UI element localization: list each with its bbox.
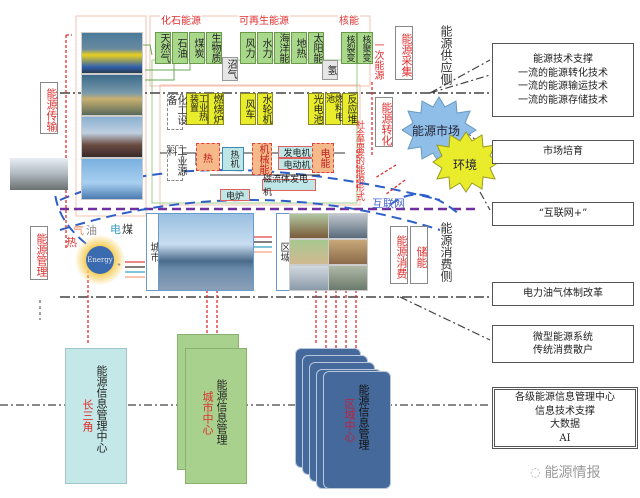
group-label-renewable: 可再生能源 xyxy=(238,12,290,27)
source-fission: 核裂变 xyxy=(341,32,357,64)
label-energy-storage: 储能 xyxy=(410,226,428,284)
converter-reactor: 反应堆 xyxy=(342,93,358,125)
photo-region-2 xyxy=(328,213,368,239)
box-info-centers: 各级能源信息管理中心 信息技术支撑 大数据 AI xyxy=(492,387,638,449)
energy-heat-engine: 热机 xyxy=(222,147,244,171)
chemical-equipment: 化工设备 xyxy=(165,94,186,130)
photo-region-3 xyxy=(289,239,329,265)
market-label: 能源市场 xyxy=(412,124,461,138)
source-fusion: 核聚变 xyxy=(357,32,373,64)
box-line: AI xyxy=(559,432,571,444)
converter-windmill: 风车 xyxy=(240,93,256,125)
box-system-reform: 电力油气体制改革 xyxy=(492,282,634,306)
info-center-scope: 区域中心 xyxy=(343,398,356,442)
box-line: 市场培育 xyxy=(543,146,583,158)
source-coal: 煤炭 xyxy=(189,32,205,64)
photo-region-6 xyxy=(328,265,368,291)
watermark-text: 能源情报 xyxy=(544,465,601,481)
box-tech-support: 能源技术支撑 一流的能源转化技术 一流的能源输运技术 一流的能源存储技术 xyxy=(492,43,634,117)
source-biomass: 生物质 xyxy=(206,32,222,64)
photo-power-tower xyxy=(81,158,143,200)
info-center-title: 能源信息管理 xyxy=(357,384,370,450)
box-line: 能源技术支撑 xyxy=(533,54,593,65)
box-micro-energy: 微型能源系统 传统消费散户 xyxy=(492,325,634,363)
box-line: “互联网+” xyxy=(538,208,588,220)
photo-oil-pipeline xyxy=(81,74,143,116)
photo-gas-pipes xyxy=(81,32,143,74)
info-center-title: 能源信息管理中心 xyxy=(95,365,108,453)
energy-generator: 发电机 xyxy=(278,146,316,159)
source-solar: 太阳能 xyxy=(308,32,324,64)
label-energy-management: 能源管理 xyxy=(30,226,48,280)
input-electric: 电 xyxy=(110,223,121,236)
photo-city-skyline xyxy=(158,213,254,291)
source-geothermal: 地热 xyxy=(291,32,307,64)
label-energy-conversion: 能源转化 xyxy=(375,97,393,147)
box-line: 信息技术支撑 xyxy=(535,405,595,417)
label-energy-collection: 能源采集 xyxy=(395,26,413,80)
wechat-icon: ◌ xyxy=(530,465,541,479)
region-label: 区域 xyxy=(276,213,290,291)
box-line: 各级能源信息管理中心 xyxy=(515,392,615,403)
converter-turbine: 水轮机 xyxy=(257,93,273,125)
box-internet-plus: “互联网+” xyxy=(492,202,634,226)
energy-mechanical: 机械能 xyxy=(252,143,272,175)
converter-industrial-heat: 工业热装置 xyxy=(186,93,208,125)
energy-mhd-generator: 磁流体发电机 xyxy=(262,175,316,198)
input-coal: 煤 xyxy=(122,223,133,236)
source-hydro: 水力 xyxy=(257,32,273,64)
label-energy-consumption: 能源消费 xyxy=(390,226,408,284)
box-line: 电力油气体制改革 xyxy=(523,288,603,300)
box-line: 一流的能源输运技术 xyxy=(518,81,608,92)
converter-photocell: 光电池 xyxy=(308,93,324,125)
info-center-title: 能源信息管理 xyxy=(215,379,228,445)
source-oil: 石油 xyxy=(172,32,188,64)
box-line: 大数据 xyxy=(550,419,580,430)
input-oil: 油 xyxy=(86,224,97,237)
photo-coal-rail xyxy=(81,116,143,158)
energy-motor: 电动机 xyxy=(278,158,316,171)
photo-region-1 xyxy=(289,213,329,239)
internet-label: 互联网 xyxy=(372,197,405,210)
converter-furnace: 燃烧炉 xyxy=(208,93,224,125)
source-natural-gas: 天然气 xyxy=(155,32,171,64)
source-wind: 风力 xyxy=(240,32,256,64)
box-line: 微型能源系统 xyxy=(533,331,593,343)
demand-side-label: 能源消费侧 xyxy=(439,222,453,282)
energy-electric-furnace: 电炉 xyxy=(220,189,250,202)
intermediate-biogas: 沼气 xyxy=(222,57,238,81)
industrial-material: 工业源料 xyxy=(165,145,186,181)
intermediate-hydrogen: 氢 xyxy=(322,60,338,80)
box-line: 一流的能源转化技术 xyxy=(518,67,608,79)
info-center-city: 能源信息管理 城市中心 xyxy=(185,348,247,484)
watermark: ◌ 能源情报 xyxy=(530,462,600,482)
photo-substation xyxy=(10,158,68,190)
energy-ball: Energy xyxy=(86,246,114,274)
box-market-cultivation: 市场培育 xyxy=(492,140,634,164)
photo-region-4 xyxy=(328,239,368,265)
social-demand-label: 社会需要的能源形式 xyxy=(354,120,364,201)
box-line: 传统消费散户 xyxy=(533,345,593,356)
source-ocean: 海洋能 xyxy=(274,32,290,64)
photo-region-5 xyxy=(289,265,329,291)
group-label-fossil: 化石能源 xyxy=(160,12,202,27)
supply-side-label: 能源供应侧 xyxy=(439,25,453,85)
info-center-region: 能源信息管理 区域中心 xyxy=(323,371,391,489)
box-line: 一流的能源存储技术 xyxy=(518,94,608,106)
label-energy-transmission: 能源传输 xyxy=(40,82,58,134)
input-gas: 气 xyxy=(73,224,84,237)
info-center-yangtze: 能源信息管理中心 长三角 xyxy=(65,348,127,484)
environment-label: 环境 xyxy=(453,158,478,172)
input-heat: 热 xyxy=(66,236,77,249)
info-center-scope: 长三角 xyxy=(81,399,94,432)
info-center-scope: 城市中心 xyxy=(201,391,214,435)
converter-fuel-cell: 燃料电池 xyxy=(324,93,343,125)
energy-electric: 电能 xyxy=(312,143,334,173)
energy-heat: 热 xyxy=(196,143,220,171)
group-label-nuclear: 核能 xyxy=(338,12,360,27)
energy-ball-label: Energy xyxy=(87,256,113,264)
primary-energy-label: 一次能源 xyxy=(372,40,383,80)
